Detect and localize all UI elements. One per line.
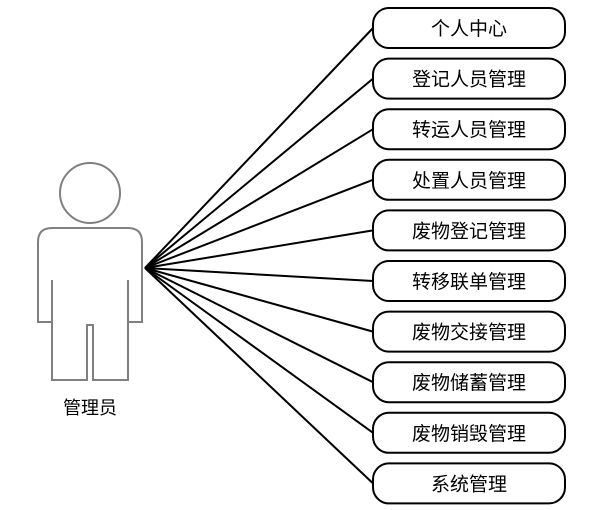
use-case-label: 废物登记管理 [412,220,526,242]
association-line [144,178,374,269]
use-case: 转移联单管理 [372,260,566,302]
use-case-box [372,411,566,454]
use-case-label: 系统管理 [431,473,507,495]
actor-label: 管理员 [63,398,117,419]
use-case: 废物销毁管理 [372,411,566,454]
use-case: 转运人员管理 [372,108,566,151]
association-line [144,27,374,269]
use-case-box [372,158,566,201]
use-case-label: 废物储蓄管理 [412,372,526,394]
association-line [144,229,374,269]
use-case-list: 个人中心登记人员管理转运人员管理处置人员管理废物登记管理转移联单管理废物交接管理… [372,7,566,505]
use-case: 个人中心 [372,7,566,49]
use-case-label: 转移联单管理 [412,271,526,293]
actor-figure [37,162,143,381]
use-case: 系统管理 [372,462,566,505]
association-line [144,267,374,282]
use-case-label: 转运人员管理 [412,119,526,141]
use-case-label: 废物交接管理 [412,322,526,344]
use-case-box [372,260,566,302]
association-lines [144,27,374,485]
use-case-box [372,462,566,505]
association-line [144,267,374,434]
use-case-box [372,209,566,252]
use-case-label: 处置人员管理 [412,170,526,192]
use-case-label: 废物销毁管理 [412,423,526,445]
use-case-box [372,310,566,353]
association-line [144,267,374,384]
actor-body [37,227,143,381]
use-case: 废物储蓄管理 [372,361,566,404]
use-case-label: 个人中心 [431,18,507,40]
actor-head [59,162,121,224]
use-case-box [372,7,566,49]
association-line [144,267,374,485]
use-case: 废物登记管理 [372,209,566,252]
use-case-box [372,108,566,151]
association-line [144,128,374,269]
use-case-label: 登记人员管理 [412,69,526,91]
association-line [144,267,374,333]
use-case-box [372,57,566,100]
use-case: 废物交接管理 [372,310,566,353]
use-case-box [372,361,566,404]
use-case: 登记人员管理 [372,57,566,100]
use-case: 处置人员管理 [372,158,566,201]
association-line [144,77,374,269]
